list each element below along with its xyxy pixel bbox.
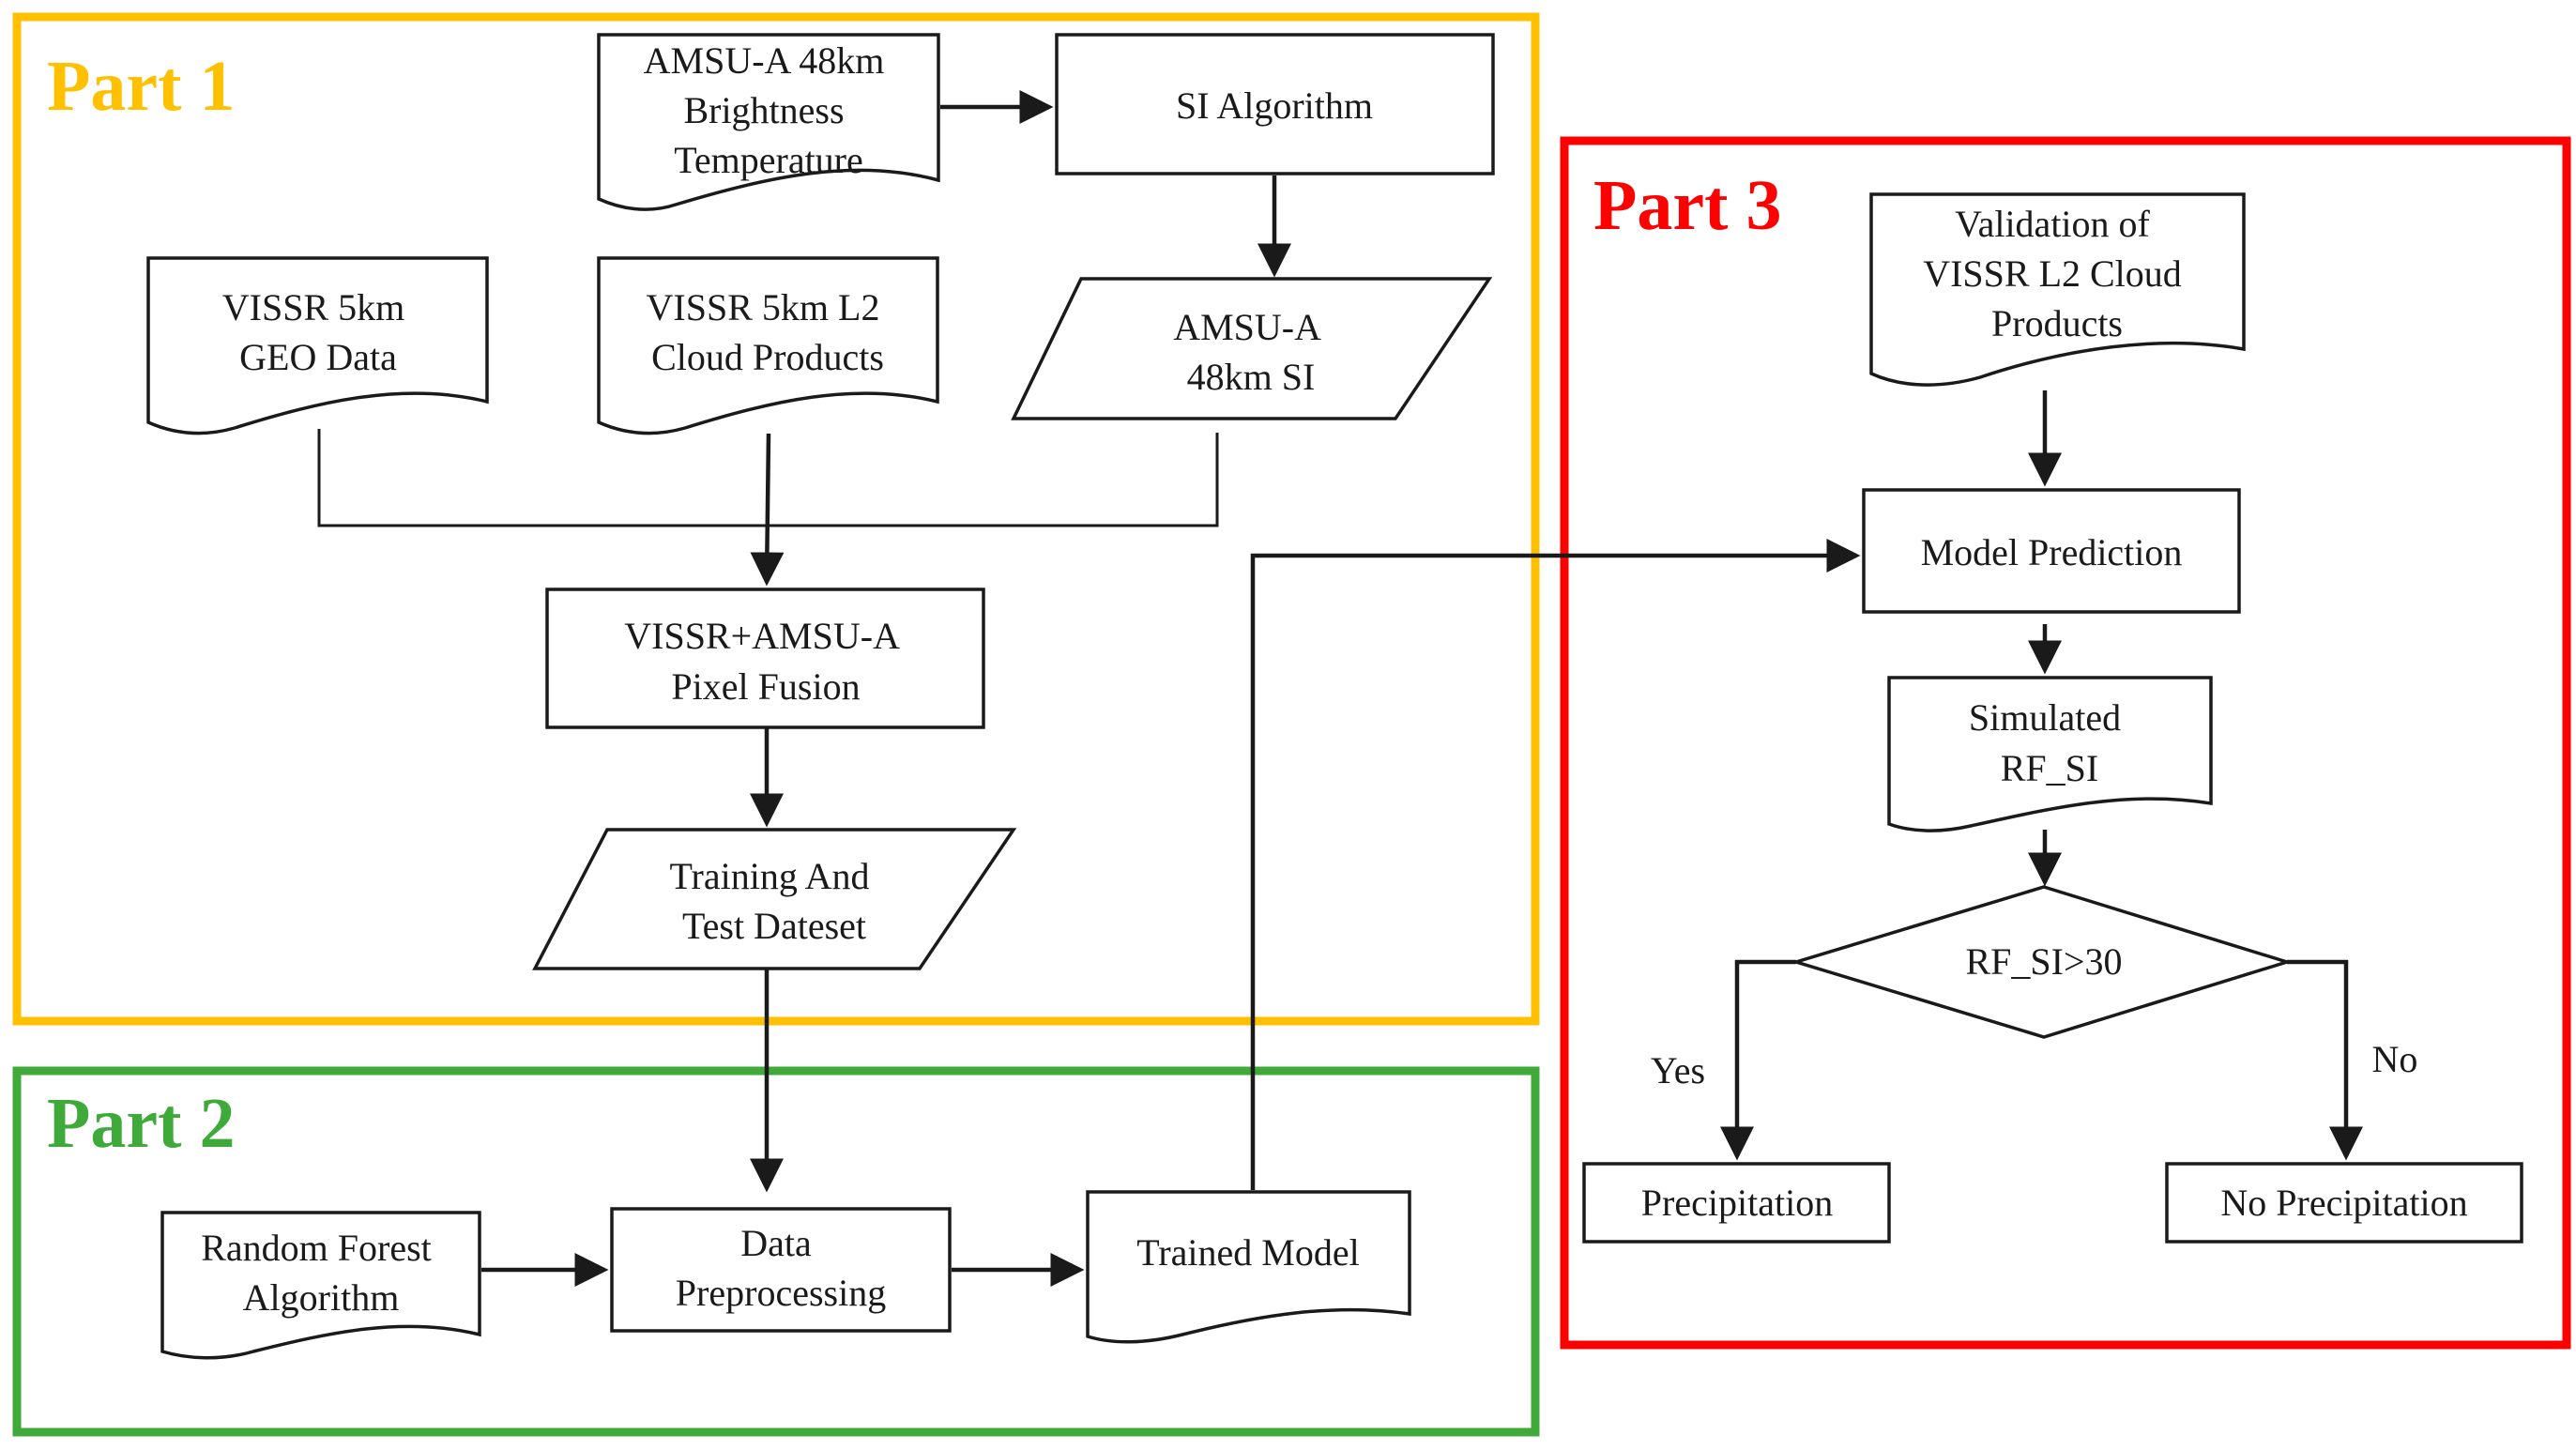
no-precipitation-label: No Precipitation	[2220, 1182, 2467, 1224]
model-prediction-shape	[1862, 488, 2241, 614]
data-preprocessing-label: Data Preprocessing	[676, 1222, 886, 1314]
connectors	[317, 90, 2363, 1287]
data-preprocessing-shape	[610, 1207, 952, 1333]
vissr-l2-cloud-products-shape	[597, 256, 939, 435]
no-label: No	[2372, 1038, 2418, 1080]
part3-frame	[1560, 136, 2571, 1350]
precipitation-label: Precipitation	[1641, 1182, 1833, 1224]
edge-l2-to-pixel-fusion	[750, 433, 785, 587]
random-forest-algorithm-label: Random Forest Algorithm	[201, 1227, 441, 1319]
simulated-rf-si-label: Simulated RF_SI	[1969, 696, 2130, 789]
pixel-fusion-shape	[545, 588, 985, 729]
amsu-48km-si-shape	[1011, 277, 1493, 420]
random-forest-algorithm-shape	[160, 1211, 481, 1360]
part2-title: Part 2	[47, 1084, 235, 1163]
rf-si-decision-shape	[1790, 885, 2293, 1039]
part2-frame	[12, 1066, 1540, 1437]
vissr-geo-data-shape	[146, 256, 489, 435]
yes-label: Yes	[1651, 1049, 1705, 1091]
pixel-fusion-label: VISSR+AMSU-A Pixel Fusion	[624, 615, 907, 708]
amsu-brightness-temperature-shape	[597, 33, 940, 211]
si-algorithm-label: SI Algorithm	[1176, 84, 1373, 127]
edge-decision-yes	[1720, 959, 1796, 1161]
trained-model-shape	[1086, 1190, 1411, 1344]
validation-l2-cloud-products-label: Validation of VISSR L2 Cloud Products	[1923, 203, 2191, 344]
model-prediction-label: Model Prediction	[1921, 531, 2183, 573]
rf-si-decision-label: RF_SI>30	[1965, 940, 2122, 983]
edge-trained-model-to-prediction	[1250, 539, 1861, 1190]
amsu-48km-si-label: AMSU-A 48km SI	[1173, 306, 1329, 398]
si-algorithm-shape	[1055, 33, 1495, 176]
precipitation-shape	[1582, 1162, 1891, 1244]
trained-model-label: Trained Model	[1136, 1231, 1359, 1274]
simulated-rf-si-shape	[1887, 676, 2213, 832]
training-test-dataset-label: Training And Test Dateset	[669, 855, 878, 947]
part3-title: Part 3	[1593, 166, 1781, 245]
part1-frame	[12, 12, 1540, 1026]
training-test-dataset-shape	[532, 828, 1017, 970]
vissr-geo-data-label: VISSR 5km GEO Data	[222, 286, 415, 378]
edge-decision-no	[2287, 959, 2363, 1161]
no-precipitation-shape	[2165, 1162, 2523, 1244]
amsu-brightness-temperature-label: AMSU-A 48km Brightness Temperature	[644, 39, 894, 181]
vissr-l2-cloud-products-label: VISSR 5km L2 Cloud Products	[647, 286, 890, 378]
part1-title: Part 1	[47, 47, 235, 126]
validation-l2-cloud-products-shape	[1869, 192, 2246, 387]
